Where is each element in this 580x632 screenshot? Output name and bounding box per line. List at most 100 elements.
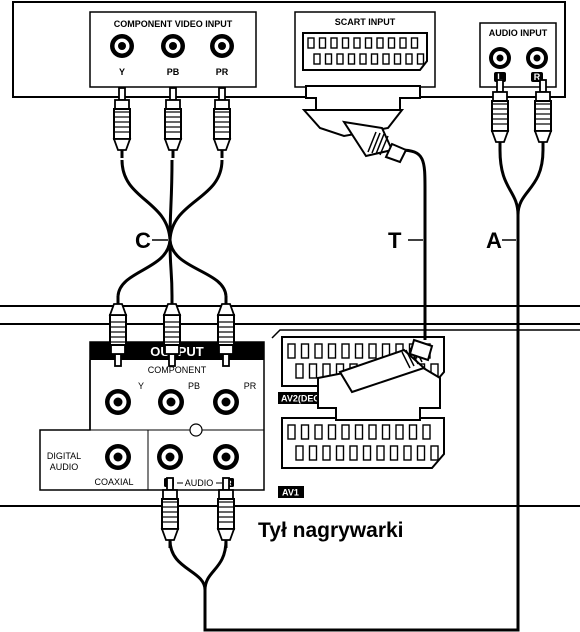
rca-plug-tv-audio-r [533,79,553,150]
tv-rear-panel: COMPONENT VIDEO INPUT Y PB PR SCART INPU… [12,1,566,98]
scart-pin [376,37,384,49]
scart-pin [416,53,425,65]
rca-plug-rec-audio-r [216,477,236,548]
rec-jack-label-pb: PB [188,381,200,391]
tv-component-input-header: COMPONENT VIDEO INPUT [114,19,233,29]
scart-pin [430,445,439,461]
tv-audio-jack-r[interactable] [526,47,548,69]
rca-plug-rec-audio-l [160,477,180,548]
scart-pin [341,343,350,359]
scart-pin [395,424,404,440]
scart-pin [349,445,358,461]
recorder-body-outline [0,305,580,507]
scart-pin [300,343,310,359]
scart-cable [399,148,427,340]
coaxial-label: COAXIAL [94,477,133,487]
rca-plug-rec-y [108,296,128,367]
scart-pin [347,53,356,65]
rec-audio-jack-r[interactable] [213,444,239,470]
scart-pin [405,53,413,65]
indicator-circle [189,423,203,437]
scart-pin [368,424,377,440]
tv-jack-label-pb: PB [167,67,180,77]
scart-av1-label: AV1 [282,488,299,498]
recorder-output-panel: OUTPUT COMPONENT Y PB PR DIGITAL AUDIO C… [39,341,265,491]
rca-plug-rec-pb [162,296,182,367]
tv-jack-y[interactable] [110,34,134,58]
scart-plug-recorder [317,338,441,421]
scart-pin [295,445,304,461]
scart-pin [370,53,379,65]
scart-pin [381,424,391,440]
scart-pin [307,37,315,49]
scart-av1-pins-top [287,424,431,440]
scart-pin [314,424,323,440]
coaxial-jack[interactable] [105,444,131,470]
scart-pin [368,343,377,359]
rca-plug-rec-pr [216,296,236,367]
rec-jack-label-y: Y [138,381,144,391]
scart-pin [382,53,390,65]
rec-audio-jack-l[interactable] [157,444,183,470]
rca-plug-tv-pr [212,87,232,158]
scart-pin [327,424,337,440]
cable-label-t: T [388,228,402,253]
scart-plug-tv [301,85,421,164]
rca-plug-tv-audio-l [490,79,510,150]
tv-audio-label-l: L [497,72,503,82]
scart-av2-label: AV2(DECODER) [281,394,349,404]
tv-audio-input-group: AUDIO INPUT L R [479,22,557,88]
scart-pin [287,424,296,440]
tv-jack-pb[interactable] [161,34,185,58]
scart-pin [387,37,396,49]
rec-jack-pb[interactable] [158,389,184,415]
scart-pin [416,445,426,461]
scart-pin [341,37,350,49]
tv-scart-input-group: SCART INPUT [294,11,436,88]
scart-pin [362,445,372,461]
scart-pin [314,343,323,359]
scart-pin [354,343,364,359]
rca-plugs [108,79,553,548]
scart-pin [324,53,333,65]
scart-pin [295,363,304,379]
digital-audio-label-line1: DIGITAL [47,451,81,461]
tv-scart-pins-bottom [313,53,425,65]
tv-scart-input-header: SCART INPUT [335,17,396,27]
scart-pin [408,424,418,440]
scart-pin [353,37,361,49]
scart-pin [287,343,296,359]
recorder-rear-caption: Tył nagrywarki [258,519,404,542]
digital-audio-label-line2: AUDIO [50,462,79,472]
scart-pin [318,37,327,49]
scart-pin [359,53,367,65]
cable-label-a: A [486,228,502,253]
rec-jack-label-pr: PR [244,381,257,391]
rec-jack-pr[interactable] [213,389,239,415]
scart-pin [308,363,318,379]
component-label: COMPONENT [148,365,207,375]
cable-label-c: C [135,228,151,253]
scart-pin [336,53,344,65]
scart-pin [399,37,407,49]
scart-pin [403,445,412,461]
scart-pin [389,445,399,461]
scart-pin [364,37,373,49]
rca-plug-tv-y [112,87,132,158]
scart-pin [313,53,321,65]
rec-jack-y[interactable] [105,389,131,415]
scart-pin [341,424,350,440]
tv-audio-input-header: AUDIO INPUT [489,28,548,38]
component-cables [116,159,228,297]
scart-pin [422,424,431,440]
tv-audio-jack-l[interactable] [489,47,511,69]
tv-jack-pr[interactable] [210,34,234,58]
tv-audio-label-r: R [534,72,541,82]
tv-jack-label-y: Y [119,67,125,77]
rec-audio-label: AUDIO [185,478,214,488]
tv-scart-pins-top [307,37,419,49]
scart-pin [410,37,419,49]
scart-pin [300,424,310,440]
scart-pin [354,424,364,440]
scart-av1-pins-bottom [295,445,439,461]
